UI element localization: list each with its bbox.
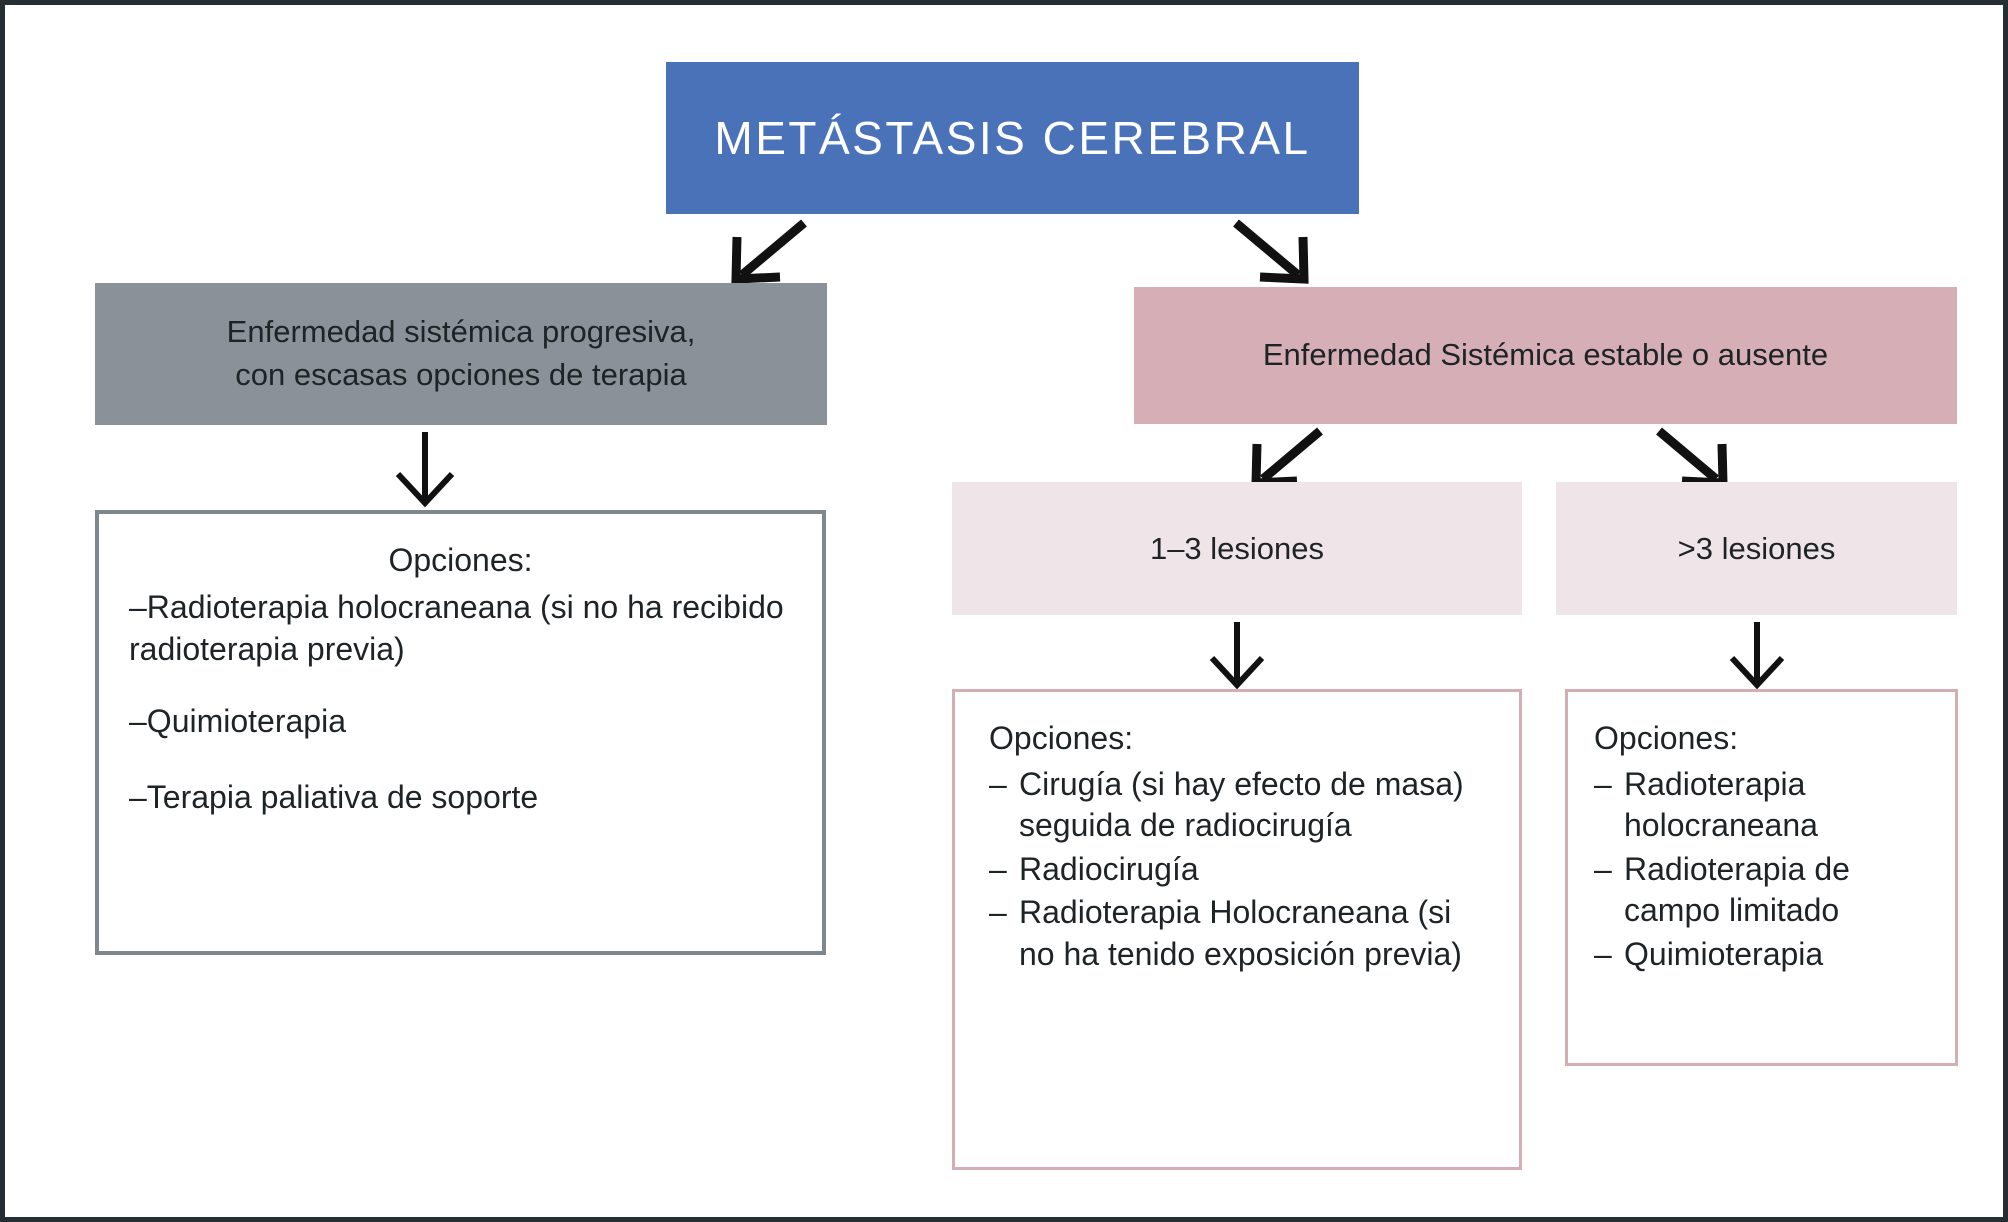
node-enfermedad-sistemica-estable: Enfermedad Sistémica estable o ausente — [1134, 287, 1957, 424]
list-item: – Quimioterapia — [1594, 934, 1935, 976]
node-enfermedad-sistemica-progresiva-line2: con escasas opciones de terapia — [235, 357, 687, 392]
arrow-root-to-left-branch — [710, 217, 820, 287]
arrow-pink-header-to-lesiones-gt3 — [1642, 427, 1752, 489]
list-dash: – — [989, 765, 1007, 802]
arrow-pink-header-to-lesiones-1-3 — [1227, 427, 1337, 489]
node-enfermedad-sistemica-progresiva: Enfermedad sistémica progresiva, con esc… — [95, 283, 827, 425]
arrow-lesiones-gt3-to-options — [1722, 620, 1792, 690]
list-item-text: Cirugía (si hay efecto de masa) seguida … — [1019, 765, 1464, 844]
options-title: Opciones: — [1594, 720, 1739, 756]
node-lesiones-1-3-label: 1–3 lesiones — [1149, 530, 1325, 566]
options-list: – Radioterapia holocraneana – Radioterap… — [1594, 764, 1935, 978]
arrow-root-to-right-branch — [1220, 217, 1330, 287]
list-dash: – — [1594, 935, 1612, 972]
node-metastasis-cerebral-label: METÁSTASIS CEREBRAL — [714, 111, 1311, 164]
list-item: – Radioterapia Holocraneana (si no ha te… — [989, 892, 1493, 975]
list-dash: – — [989, 850, 1007, 887]
list-item: – Radiocirugía — [989, 849, 1493, 891]
list-item: – Cirugía (si hay efecto de masa) seguid… — [989, 764, 1493, 847]
options-list: – Cirugía (si hay efecto de masa) seguid… — [989, 764, 1493, 978]
node-lesiones-1-3: 1–3 lesiones — [952, 482, 1522, 615]
options-box-lesiones-gt3: Opciones: – Radioterapia holocraneana – … — [1565, 689, 1958, 1066]
options-title: Opciones: — [989, 720, 1134, 756]
list-item: – Radioterapia holocraneana — [1594, 764, 1935, 847]
list-item-text: Radioterapia de campo limitado — [1624, 850, 1850, 929]
arrow-gray-header-to-options — [390, 430, 460, 508]
list-item-text: Radioterapia Holocraneana (si no ha teni… — [1019, 894, 1462, 972]
node-metastasis-cerebral: METÁSTASIS CEREBRAL — [666, 62, 1359, 214]
list-dash: – — [1594, 850, 1612, 887]
arrow-lesiones-1-3-to-options — [1202, 620, 1272, 690]
options-list: –Radioterapia holocraneana (si no ha rec… — [129, 586, 792, 853]
list-dash: – — [1594, 765, 1612, 802]
options-box-lesiones-1-3: Opciones: – Cirugía (si hay efecto de ma… — [952, 689, 1522, 1170]
list-item: –Terapia paliativa de soporte — [129, 779, 539, 816]
node-lesiones-gt3-label: >3 lesiones — [1677, 530, 1836, 566]
options-box-enfermedad-progresiva: Opciones: –Radioterapia holocraneana (si… — [95, 510, 826, 955]
node-lesiones-gt3: >3 lesiones — [1556, 482, 1957, 615]
list-item-text: Quimioterapia — [1624, 935, 1824, 972]
list-item-text: Radioterapia holocraneana — [1624, 765, 1818, 844]
options-title: Opciones: — [388, 542, 533, 578]
node-enfermedad-sistemica-progresiva-line1: Enfermedad sistémica progresiva, — [226, 314, 696, 350]
list-item: –Quimioterapia — [129, 703, 346, 740]
list-item-text: Radiocirugía — [1019, 850, 1199, 887]
list-item: – Radioterapia de campo limitado — [1594, 849, 1935, 932]
list-dash: – — [989, 894, 1007, 931]
list-item: –Radioterapia holocraneana (si no ha rec… — [129, 588, 784, 667]
node-enfermedad-sistemica-estable-label: Enfermedad Sistémica estable o ausente — [1262, 337, 1829, 373]
